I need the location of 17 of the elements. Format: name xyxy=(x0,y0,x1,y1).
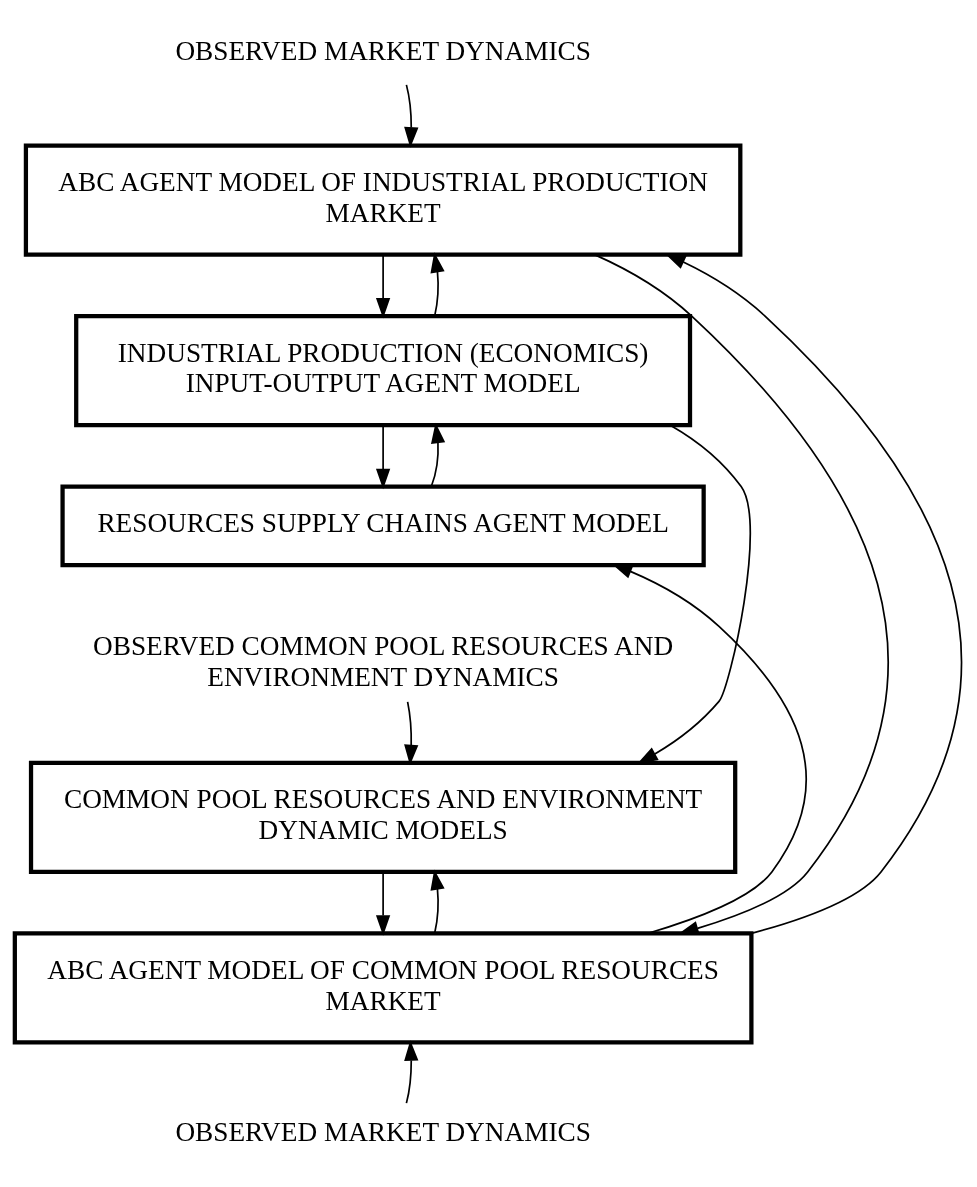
node-box: RESOURCES SUPPLY CHAINS AGENT MODEL xyxy=(60,483,706,567)
arrow xyxy=(404,1039,419,1104)
arrow xyxy=(430,868,445,934)
node-box: ABC AGENT MODEL OF INDUSTRIAL PRODUCTION MARKET xyxy=(23,142,743,257)
arrow xyxy=(665,253,963,934)
arrow xyxy=(594,253,889,935)
node-text: OBSERVED MARKET DYNAMICS xyxy=(175,35,591,66)
arrow xyxy=(430,251,445,317)
arrow xyxy=(637,424,752,764)
node-text: OBSERVED MARKET DYNAMICS xyxy=(175,1116,591,1147)
arrow xyxy=(404,83,419,148)
node-box: INDUSTRIAL PRODUCTION (ECONOMICS) INPUT-OUTPUT AGENT MODEL xyxy=(74,313,693,427)
node-text: OBSERVED COMMON POOL RESOURCES AND ENVIRONMENT DYNAMICS xyxy=(93,630,674,692)
arrow xyxy=(375,424,391,489)
node-box: ABC AGENT MODEL OF COMMON POOL RESOURCES MARKET xyxy=(12,930,754,1045)
arrow xyxy=(375,253,391,318)
node-box: COMMON POOL RESOURCES AND ENVIRONMENT DYNAMIC MODELS xyxy=(28,760,738,874)
